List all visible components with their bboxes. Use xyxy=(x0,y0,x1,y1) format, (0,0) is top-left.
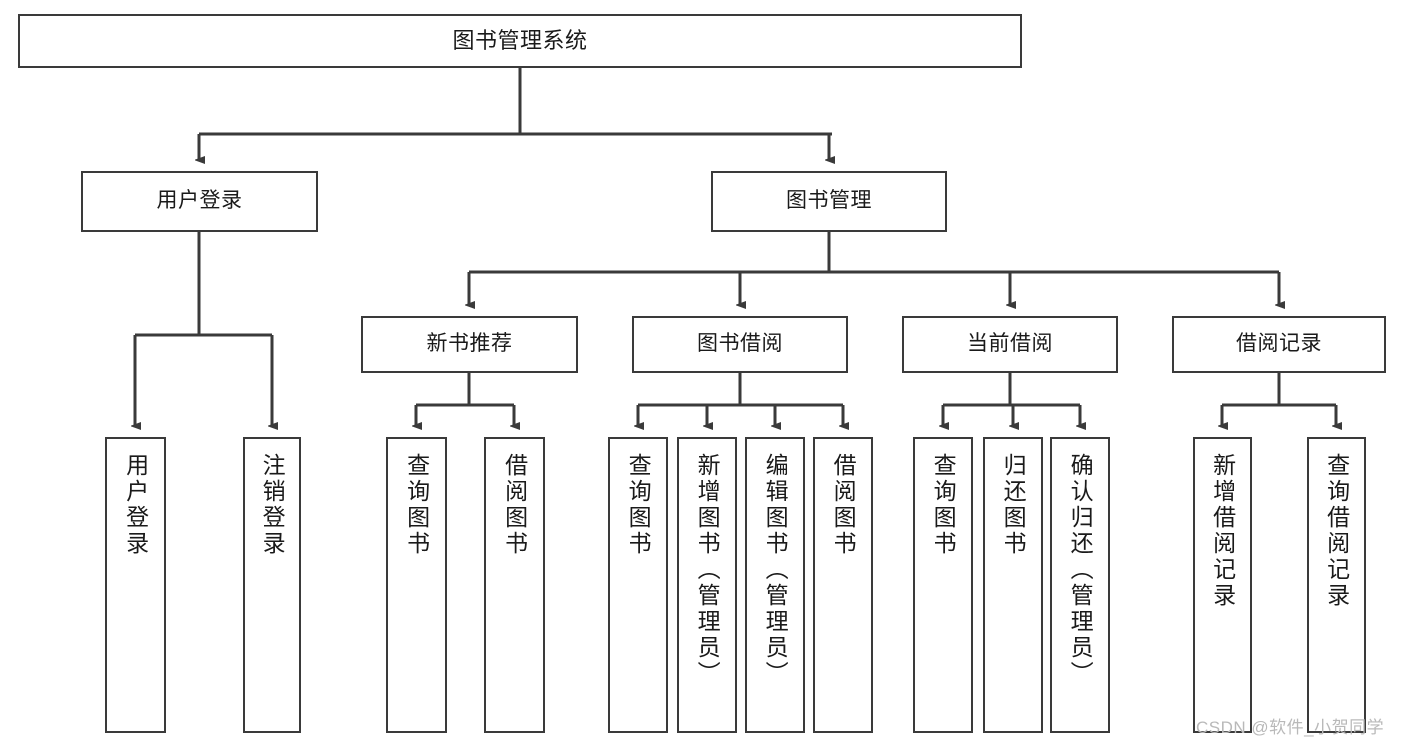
node-label: 查询图书 xyxy=(625,453,652,557)
node-label: 确认归还（管理员） xyxy=(1067,453,1094,687)
node-leaf-1[interactable]: 注销登录 xyxy=(243,437,301,733)
node-label: 借阅图书 xyxy=(830,453,857,557)
node-leaf-2[interactable]: 查询图书 xyxy=(386,437,447,733)
node-leaf-4[interactable]: 查询图书 xyxy=(608,437,668,733)
node-label: 查询图书 xyxy=(403,453,430,557)
node-label: 图书管理 xyxy=(786,189,872,213)
node-label: 新书推荐 xyxy=(426,332,513,356)
node-label: 新增借阅记录 xyxy=(1209,453,1236,609)
node-label: 图书借阅 xyxy=(697,332,783,356)
node-label: 借阅记录 xyxy=(1236,332,1322,356)
node-label: 新增图书（管理员） xyxy=(694,453,721,687)
node-label: 用户登录 xyxy=(122,453,149,557)
node-level3-1[interactable]: 图书借阅 xyxy=(632,316,848,373)
node-label: 归还图书 xyxy=(1000,453,1027,557)
node-level2-1[interactable]: 图书管理 xyxy=(711,171,947,232)
node-level3-2[interactable]: 当前借阅 xyxy=(902,316,1118,373)
node-leaf-12[interactable]: 查询借阅记录 xyxy=(1307,437,1366,733)
csdn-watermark: CSDN @软件_小贺同学 xyxy=(1196,718,1385,737)
node-level3-3[interactable]: 借阅记录 xyxy=(1172,316,1386,373)
node-leaf-6[interactable]: 编辑图书（管理员） xyxy=(745,437,805,733)
node-level3-0[interactable]: 新书推荐 xyxy=(361,316,578,373)
node-leaf-3[interactable]: 借阅图书 xyxy=(484,437,545,733)
node-level2-0[interactable]: 用户登录 xyxy=(81,171,318,232)
node-label: 查询图书 xyxy=(930,453,957,557)
node-leaf-9[interactable]: 归还图书 xyxy=(983,437,1043,733)
node-root[interactable]: 图书管理系统 xyxy=(18,14,1022,68)
node-label: 编辑图书（管理员） xyxy=(762,453,789,687)
node-label: 注销登录 xyxy=(259,453,286,557)
node-leaf-8[interactable]: 查询图书 xyxy=(913,437,973,733)
node-label: 借阅图书 xyxy=(501,453,528,557)
node-leaf-0[interactable]: 用户登录 xyxy=(105,437,166,733)
node-leaf-5[interactable]: 新增图书（管理员） xyxy=(677,437,737,733)
node-leaf-7[interactable]: 借阅图书 xyxy=(813,437,873,733)
node-leaf-11[interactable]: 新增借阅记录 xyxy=(1193,437,1252,733)
node-leaf-10[interactable]: 确认归还（管理员） xyxy=(1050,437,1110,733)
node-label: 当前借阅 xyxy=(967,332,1053,356)
node-label: 图书管理系统 xyxy=(452,28,588,54)
node-label: 查询借阅记录 xyxy=(1323,453,1350,609)
node-label: 用户登录 xyxy=(156,189,243,213)
